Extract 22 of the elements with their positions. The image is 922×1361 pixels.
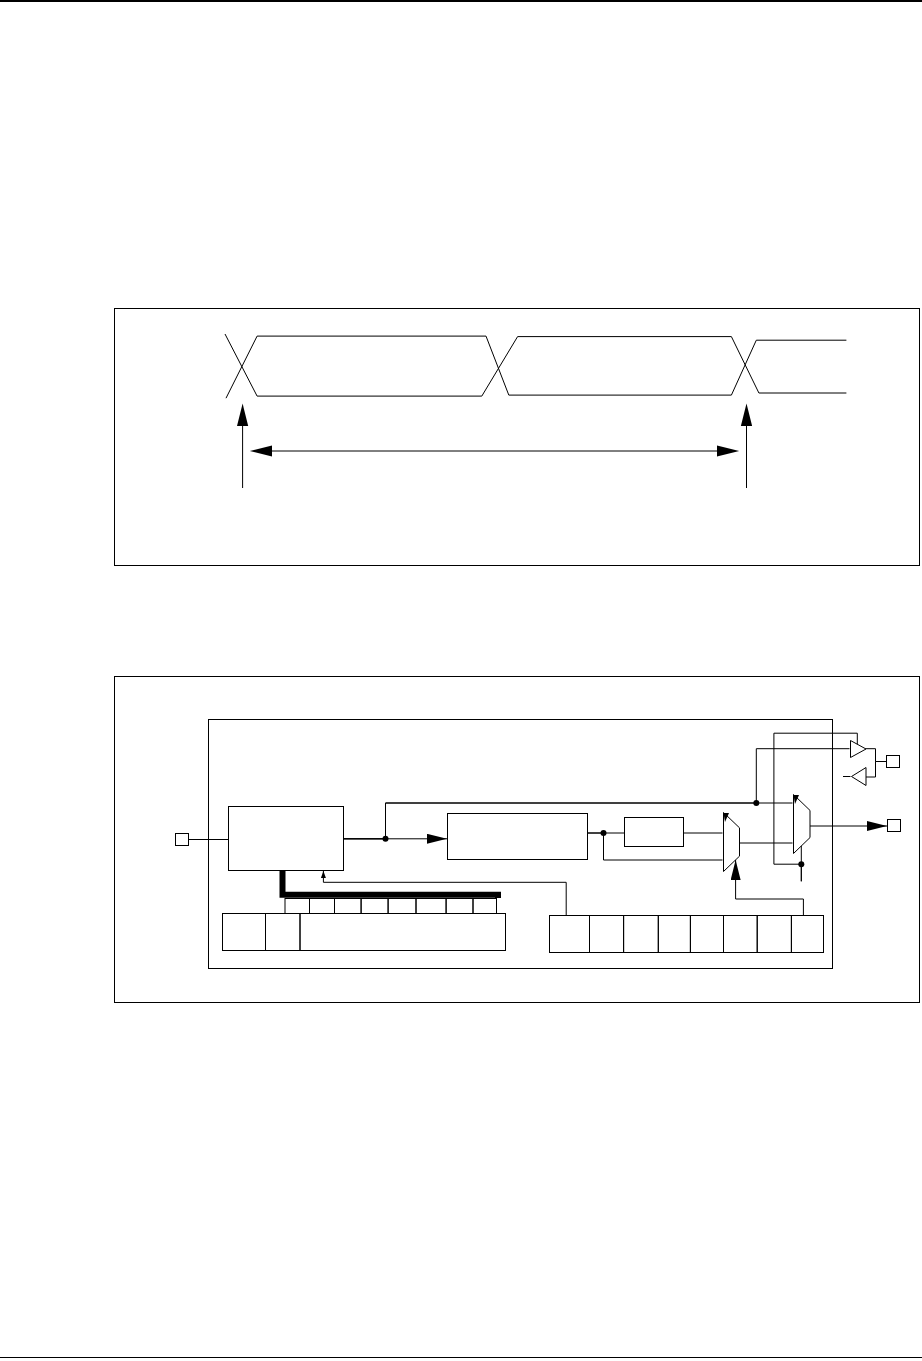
bus-line — [279, 871, 501, 898]
function-block — [447, 813, 588, 860]
buffer-triangle — [849, 740, 866, 758]
connector-line — [773, 732, 858, 882]
buffer-triangle — [850, 767, 866, 786]
arrow — [730, 859, 804, 916]
register-box — [222, 898, 506, 951]
peripheral-boundary — [208, 719, 833, 969]
connector-line — [683, 832, 723, 834]
arrow — [809, 821, 888, 831]
function-block — [624, 817, 684, 847]
connector-line — [842, 776, 851, 777]
connector-line — [587, 832, 723, 861]
multiplexer-symbol — [792, 794, 810, 854]
arrow — [320, 870, 567, 916]
register-box — [548, 915, 824, 953]
function-block — [228, 806, 344, 871]
multiplexer-symbol — [722, 812, 740, 872]
connector-line — [188, 839, 229, 840]
connector-line — [865, 761, 887, 778]
connector-line — [343, 748, 850, 840]
connector-line — [739, 842, 793, 844]
